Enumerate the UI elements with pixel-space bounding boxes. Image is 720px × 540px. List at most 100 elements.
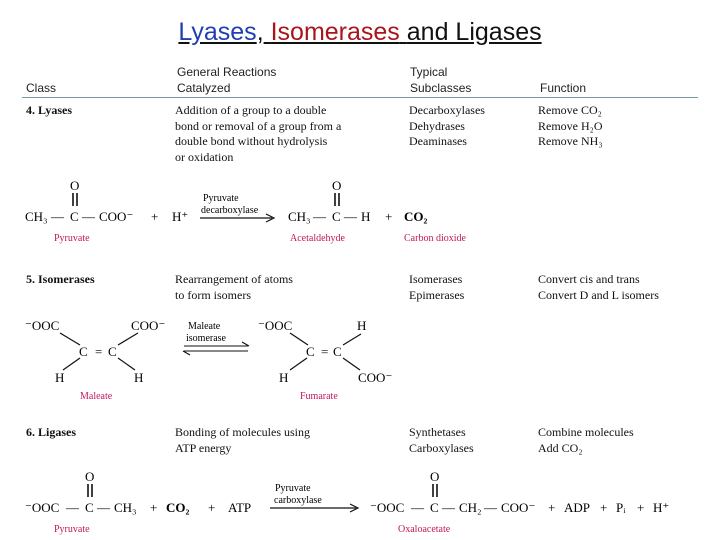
- row-reaction-lyases: Addition of a group to a double bond or …: [175, 103, 341, 165]
- carbon-dioxide: CO₂: [404, 209, 428, 224]
- carboxylate-group: ⁻OOC: [258, 318, 292, 333]
- carboxylate-group: ⁻OOC: [25, 500, 59, 515]
- carbon-atom: C: [332, 209, 341, 224]
- subclass-item: Decarboxylases: [409, 103, 485, 117]
- compound-label-pyruvate: Pyruvate: [54, 524, 90, 535]
- header-subclasses-line2: Subclasses: [410, 81, 472, 95]
- row-class-isomerases: 5. Isomerases: [26, 272, 95, 286]
- row-class-ligases: 6. Ligases: [26, 425, 77, 439]
- row-reaction-isomerases: Rearrangement of atoms to form isomers: [175, 272, 293, 303]
- bond-dash: —: [441, 500, 456, 515]
- compound-label-maleate: Maleate: [80, 391, 113, 402]
- row-subclasses-lyases: Decarboxylases Dehydrases Deaminases: [409, 103, 485, 150]
- single-bond: [342, 333, 362, 346]
- enzyme-label: carboxylase: [274, 495, 322, 506]
- oxygen-atom: O: [70, 178, 79, 193]
- bond-dash: —: [96, 500, 111, 515]
- subclass-item: Dehydrases: [409, 118, 465, 133]
- equation-ligase: O ⁻OOC — C — CH₃ + CO₂ + ATP Pyruvate ca…: [25, 469, 669, 535]
- reaction-line: to form isomers: [175, 287, 251, 302]
- proton: H⁺: [653, 500, 669, 515]
- subclass-item: Epimerases: [409, 287, 465, 302]
- carbon-atom: C: [306, 344, 315, 359]
- hydrogen-atom: H: [361, 209, 370, 224]
- hydrogen-atom: H: [55, 370, 64, 385]
- row-class-lyases: 4. Lyases: [26, 103, 73, 117]
- slide-title: Lyases, Isomerases and Ligases: [0, 18, 720, 47]
- equation-lyase: O CH₃ — C — COO⁻ + H⁺ Pyruvate decarboxy…: [25, 178, 466, 244]
- compound-label-fumarate: Fumarate: [300, 391, 338, 402]
- bond-dash: —: [410, 500, 425, 515]
- plus-sign: +: [600, 500, 607, 515]
- header-divider: [22, 97, 698, 98]
- enzyme-label: Pyruvate: [275, 483, 311, 494]
- reaction-line: bond or removal of a group from a: [175, 118, 342, 133]
- compound-label-carbon-dioxide: Carbon dioxide: [404, 233, 466, 244]
- arrow-head: [349, 503, 360, 513]
- adp: ADP: [564, 500, 590, 515]
- methyl-group: CH₃: [114, 500, 137, 515]
- title-ligases: and Ligases: [406, 18, 542, 46]
- carboxylate-group: COO⁻: [501, 500, 535, 515]
- single-bond: [117, 332, 139, 346]
- function-item: Remove NH₃: [538, 134, 603, 148]
- enzyme-label: decarboxylase: [201, 205, 259, 216]
- plus-sign: +: [385, 209, 392, 224]
- row-functions-ligases: Combine molecules Add CO₂: [538, 425, 634, 456]
- single-bond: [289, 357, 308, 371]
- reaction-line: Rearrangement of atoms: [175, 272, 293, 286]
- reaction-line: double bond without hydrolysis: [175, 134, 328, 148]
- row-functions-isomerases: Convert cis and trans Convert D and L is…: [538, 272, 659, 303]
- function-item: Convert cis and trans: [538, 272, 640, 286]
- plus-sign: +: [208, 500, 215, 515]
- plus-sign: +: [548, 500, 555, 515]
- carbon-atom: C: [108, 344, 117, 359]
- single-bond: [289, 332, 309, 346]
- title-isomerases: Isomerases: [270, 18, 400, 46]
- function-item: Add CO₂: [538, 440, 583, 455]
- carbon-atom: C: [430, 500, 439, 515]
- bond-dash: —: [65, 500, 80, 515]
- function-item: Remove CO₂: [538, 103, 602, 117]
- bond-dash: —: [483, 500, 498, 515]
- carboxylate-group: COO⁻: [99, 209, 133, 224]
- carboxylate-group: COO⁻: [358, 370, 392, 385]
- subclass-item: Carboxylases: [409, 440, 474, 455]
- row-subclasses-isomerases: Isomerases Epimerases: [409, 272, 464, 303]
- subclass-item: Synthetases: [409, 425, 466, 439]
- carbon-atom: C: [79, 344, 88, 359]
- row-subclasses-ligases: Synthetases Carboxylases: [409, 425, 474, 456]
- hydrogen-atom: H: [357, 318, 366, 333]
- enzyme-label: Maleate: [188, 321, 221, 332]
- reaction-line: Bonding of molecules using: [175, 425, 310, 439]
- oxygen-atom: O: [430, 469, 439, 484]
- carboxylate-group: ⁻OOC: [370, 500, 404, 515]
- function-item: Convert D and L isomers: [538, 287, 659, 302]
- title-comma: ,: [256, 18, 264, 46]
- hydrogen-atom: H: [279, 370, 288, 385]
- bond-dash: —: [312, 209, 327, 224]
- single-bond: [59, 332, 81, 346]
- arrow-head: [265, 213, 276, 223]
- header-reactions-line2: Catalyzed: [177, 81, 231, 95]
- plus-sign: +: [637, 500, 644, 515]
- header-class: Class: [26, 81, 57, 95]
- arrow-head: [182, 350, 191, 356]
- equation-isomerase: ⁻OOC COO⁻ C = C H H Maleate isomerase ⁻O…: [25, 318, 392, 402]
- double-bond: =: [95, 344, 102, 359]
- row-functions-lyases: Remove CO₂ Remove H₂O Remove NH₃: [538, 103, 603, 150]
- header-subclasses-line1: Typical: [410, 65, 448, 79]
- header-function: Function: [540, 81, 587, 95]
- plus-sign: +: [151, 209, 158, 224]
- methyl-group: CH₃: [25, 209, 48, 224]
- enzyme-label: isomerase: [186, 333, 227, 344]
- header-reactions-line1: General Reactions: [177, 65, 277, 79]
- single-bond: [342, 357, 361, 371]
- hydrogen-atom: H: [134, 370, 143, 385]
- double-bond: =: [321, 344, 328, 359]
- proton: H⁺: [172, 209, 188, 224]
- function-item: Remove H₂O: [538, 118, 603, 133]
- subclass-item: Deaminases: [409, 134, 467, 148]
- enzyme-label: Pyruvate: [203, 193, 239, 204]
